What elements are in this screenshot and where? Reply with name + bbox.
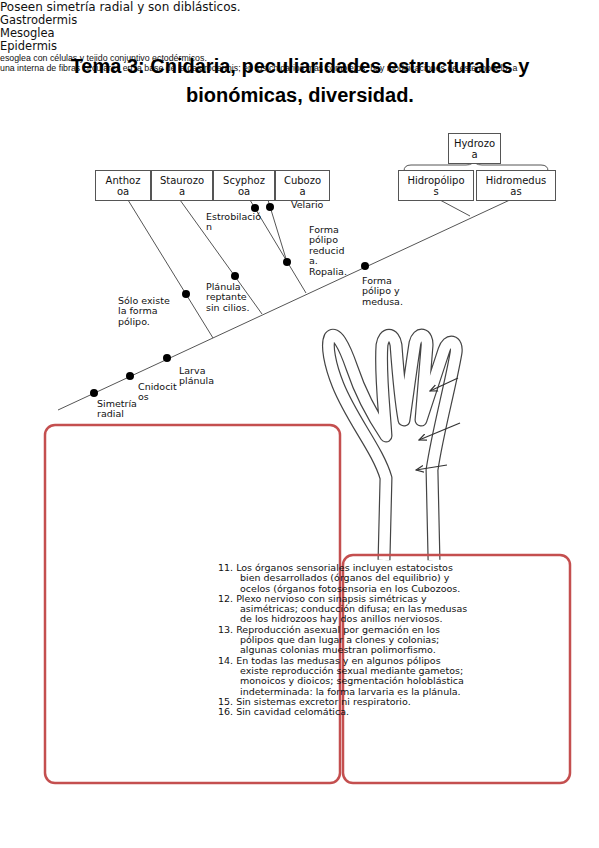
taxon-box: Hidromedusas [476,170,556,201]
leader-arrow [430,378,458,391]
list-item: 16. Sin cavidad celomática. [218,707,470,717]
list-item: 14. En todas las medusas y en algunos pó… [218,656,470,697]
character-label: Forma pólipo y medusa. [362,276,408,307]
dot [361,262,369,270]
part-name: Mesoglea [0,27,599,40]
character-label: Simetría radial [97,399,137,420]
taxon-box: Anthozoa [95,170,151,201]
list-item: 13. Reproducción asexual por gemación en… [218,625,470,656]
character-label: Larva plánula [179,366,225,387]
character-label: Forma pólipo reducida. Ropalia. [309,225,347,277]
leader-arrow [416,465,447,470]
taxon-name: Scyphozoa [221,175,267,197]
character-label: Plánula reptante sin cilios. [206,282,256,313]
taxon-name: Staurozoa [158,175,206,197]
taxon-name: Hidropólipos [406,175,466,197]
mesoglea-layer [328,335,456,560]
list-item: 15. Sin sistemas excretor ni respiratori… [218,697,470,707]
branch-line [180,200,262,314]
taxon-box: Cubozoa [275,170,330,201]
taxon-name: Hidromedusas [484,175,548,197]
taxon-box: Scyphozoa [213,170,275,201]
numbered-list: 11. Los órganos sensoriales incluyen est… [218,563,470,717]
taxon-name: Anthozoa [104,175,142,197]
part-name: Gastrodermis [0,14,599,27]
list-item: 11. Los órganos sensoriales incluyen est… [218,563,470,594]
dot [283,258,291,266]
page-title: Tema 3: Cnidaria, peculiaridades estruct… [60,52,540,110]
part-name: Epidermis [0,40,599,53]
leader-arrow [419,423,460,440]
taxon-box: Hidropólipos [398,170,474,201]
dot [182,290,190,298]
branch-line [440,200,470,216]
dot [231,272,239,280]
body-wall [328,335,456,560]
taxon-name: Hydrozoa [453,138,496,160]
character-label: Cnidocitos [138,382,178,403]
character-label: Velario [291,200,323,210]
taxon-name: Cubozoa [283,175,322,197]
dot [90,389,98,397]
dot [163,354,171,362]
list-item: 12. Plexo nervioso con sinapsis simétric… [218,594,470,625]
dot [266,203,274,211]
dot [251,204,259,212]
intro-text: Poseen simetría radial y son diblásticos… [0,0,599,14]
character-label: Estrobilación [206,212,262,233]
hydra-drawing [328,335,460,560]
taxon-box: Hydrozoa [448,133,501,164]
taxon-box: Staurozoa [151,170,213,201]
dot [126,372,134,380]
character-label: Sólo existe la forma pólipo. [118,296,176,327]
cladogram [58,159,548,410]
